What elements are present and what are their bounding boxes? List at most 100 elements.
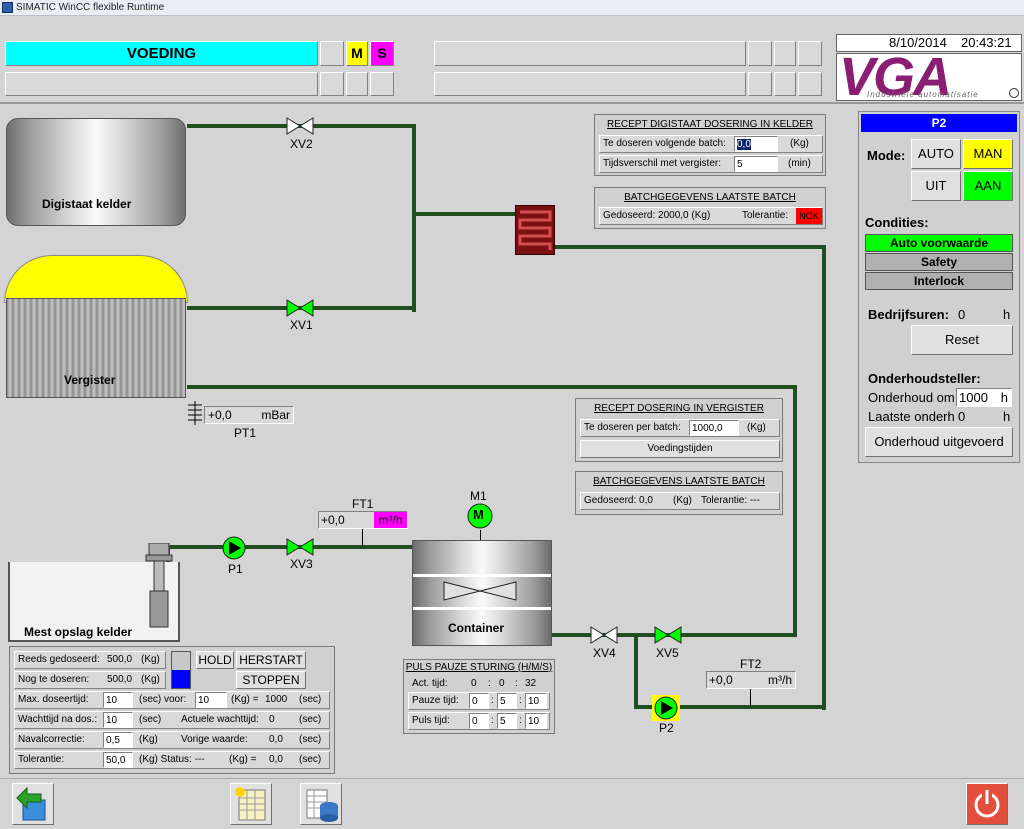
reeds-gedoseerd-unit: (Kg) <box>141 654 160 665</box>
ft1-label: FT1 <box>352 497 374 511</box>
puls-m-input[interactable]: 5 <box>497 713 517 729</box>
pipe <box>412 124 416 312</box>
valve-xv4-icon[interactable] <box>590 626 618 644</box>
pipe <box>822 245 826 710</box>
laatste-onderhoud-value: 0 <box>958 409 966 424</box>
onderhoud-om-input[interactable]: 1000 h <box>956 388 1012 407</box>
bedrijfsuren-label: Bedrijfsuren: <box>868 307 949 322</box>
ft2-display: +0,0 m³/h <box>706 671 796 689</box>
pt1-unit: mBar <box>261 408 290 422</box>
p2-condities-label: Condities: <box>865 215 929 230</box>
ft2-value: +0,0 <box>709 673 733 687</box>
batch-vergister-row: Gedoseerd: 0,0 (Kg) Tolerantie: --- <box>580 492 780 510</box>
reeds-gedoseerd-label: Reeds gedoseerd: <box>18 654 100 665</box>
voor-input[interactable]: 10 <box>195 692 227 708</box>
mixer-m1-label: M1 <box>470 489 487 503</box>
puls-pauze-title: PULS PAUZE STURING (H/M/S) <box>405 662 553 673</box>
p2-uit-button[interactable]: UIT <box>911 171 961 201</box>
batch-digistaat-panel: BATCHGEGEVENS LAATSTE BATCH Gedoseerd: 2… <box>594 187 826 229</box>
batch-digistaat-tol-status: NOK <box>796 208 822 224</box>
window-titlebar: SIMATIC WinCC flexible Runtime <box>0 0 1024 16</box>
valve-xv3-icon[interactable] <box>286 538 314 556</box>
pump-p2-icon[interactable] <box>652 695 680 721</box>
puls-sep: : <box>519 695 522 706</box>
valve-xv3-label: XV3 <box>290 557 313 571</box>
stoppen-button[interactable]: STOPPEN <box>236 671 306 689</box>
reeds-gedoseerd-row: Reeds gedoseerd: 500,0 (Kg) <box>14 651 166 669</box>
p2-aan-button[interactable]: AAN <box>963 171 1013 201</box>
recept-digistaat-batch-value: 0,0 <box>737 139 751 150</box>
wachttijd-input[interactable]: 10 <box>103 712 133 728</box>
pauze-m-input[interactable]: 5 <box>497 693 517 709</box>
max-doseertijd-row: Max. doseertijd: 10 (sec) voor: 10 (Kg) … <box>14 691 330 709</box>
dosing-progress-fill <box>172 670 190 688</box>
valve-xv1-icon[interactable] <box>286 299 314 317</box>
bedrijfsuren-unit: h <box>1003 307 1011 322</box>
puls-tijd-label: Puls tijd: <box>412 715 450 726</box>
pipe <box>187 385 797 389</box>
voor-unit: (Kg) = <box>231 694 259 705</box>
pump-p1-label: P1 <box>228 562 243 576</box>
recept-vergister-label: Te doseren per batch: <box>584 422 681 433</box>
vorige-waarde-label: Vorige waarde: <box>181 734 248 745</box>
tolerantie-input[interactable]: 50,0 <box>103 752 133 768</box>
shutdown-button[interactable] <box>966 783 1008 825</box>
batch-vergister-gedoseerd: Gedoseerd: 0,0 <box>584 495 653 506</box>
puls-sep: : <box>491 695 494 706</box>
tank-digistaat <box>6 118 186 226</box>
voedingstijden-button[interactable]: Voedingstijden <box>580 440 780 458</box>
batch-vergister-panel: BATCHGEGEVENS LAATSTE BATCH Gedoseerd: 0… <box>575 471 783 515</box>
puls-h-input[interactable]: 0 <box>469 713 489 729</box>
wachttijd-label: Wachttijd na dos.: <box>18 714 98 725</box>
recept-digistaat-time-input[interactable]: 5 <box>734 156 778 172</box>
recept-digistaat-row1: Te doseren volgende batch: 0,0 (Kg) <box>599 135 823 153</box>
valve-xv2-icon[interactable] <box>286 117 314 135</box>
onderhoud-uitgevoerd-button[interactable]: Onderhoud uitgevoerd <box>865 427 1013 457</box>
vorige-waarde-unit: (sec) <box>299 734 322 745</box>
valve-xv1-label: XV1 <box>290 318 313 332</box>
recept-vergister-batch-input[interactable]: 1000,0 <box>689 420 739 436</box>
mixer-motor-icon[interactable] <box>466 502 494 530</box>
back-button[interactable] <box>12 783 54 825</box>
ft2-label: FT2 <box>740 657 762 671</box>
p2-man-button[interactable]: MAN <box>963 139 1013 169</box>
submersible-pump-icon <box>144 542 174 639</box>
time-text: 20:43:21 <box>961 35 1012 50</box>
database-button[interactable] <box>300 783 342 825</box>
puls-pauze-label: Pauze tijd: <box>412 695 459 706</box>
pauze-s-input[interactable]: 10 <box>525 693 547 709</box>
batch-digistaat-title: BATCHGEGEVENS LAATSTE BATCH <box>624 192 796 203</box>
max-doseertijd-unit: (sec) voor: <box>139 694 187 705</box>
tolerantie-row: Tolerantie: 50,0 (Kg) Status: --- (Kg) =… <box>14 751 330 769</box>
navalcorrectie-input[interactable]: 0,5 <box>103 732 133 748</box>
herstart-button[interactable]: HERSTART <box>236 651 306 669</box>
max-doseertijd-input[interactable]: 10 <box>103 692 133 708</box>
recipe-button[interactable] <box>230 783 272 825</box>
recept-digistaat-batch-input[interactable]: 0,0 <box>734 136 778 152</box>
cond-interlock: Interlock <box>865 272 1013 290</box>
datetime-display: 8/10/2014 20:43:21 <box>836 34 1022 52</box>
ft2-unit: m³/h <box>768 673 792 687</box>
puls-sep: : <box>519 715 522 726</box>
p2-auto-button[interactable]: AUTO <box>911 139 961 169</box>
tolerantie-status-value: 0,0 <box>269 754 283 765</box>
puls-sep: : <box>515 678 518 689</box>
mode-m-indicator: M <box>346 41 368 66</box>
power-icon <box>974 790 1000 818</box>
pump-p1-icon[interactable] <box>222 536 248 560</box>
batch-vergister-title: BATCHGEGEVENS LAATSTE BATCH <box>593 476 765 487</box>
onderhoud-om-unit: h <box>1000 390 1008 405</box>
reset-button[interactable]: Reset <box>911 325 1013 355</box>
hold-button[interactable]: HOLD <box>196 651 234 669</box>
reeds-gedoseerd-value: 500,0 <box>107 654 133 665</box>
p2-mode-label: Mode: <box>867 148 906 163</box>
back-icon <box>16 786 46 821</box>
tank-vergister-dome <box>4 255 188 303</box>
bottom-toolbar <box>0 778 1024 829</box>
ft1-lead <box>362 529 363 547</box>
date-text: 8/10/2014 <box>889 35 947 50</box>
valve-xv5-icon[interactable] <box>654 626 682 644</box>
valve-xv2-label: XV2 <box>290 137 313 151</box>
puls-s-input[interactable]: 10 <box>525 713 547 729</box>
pauze-h-input[interactable]: 0 <box>469 693 489 709</box>
